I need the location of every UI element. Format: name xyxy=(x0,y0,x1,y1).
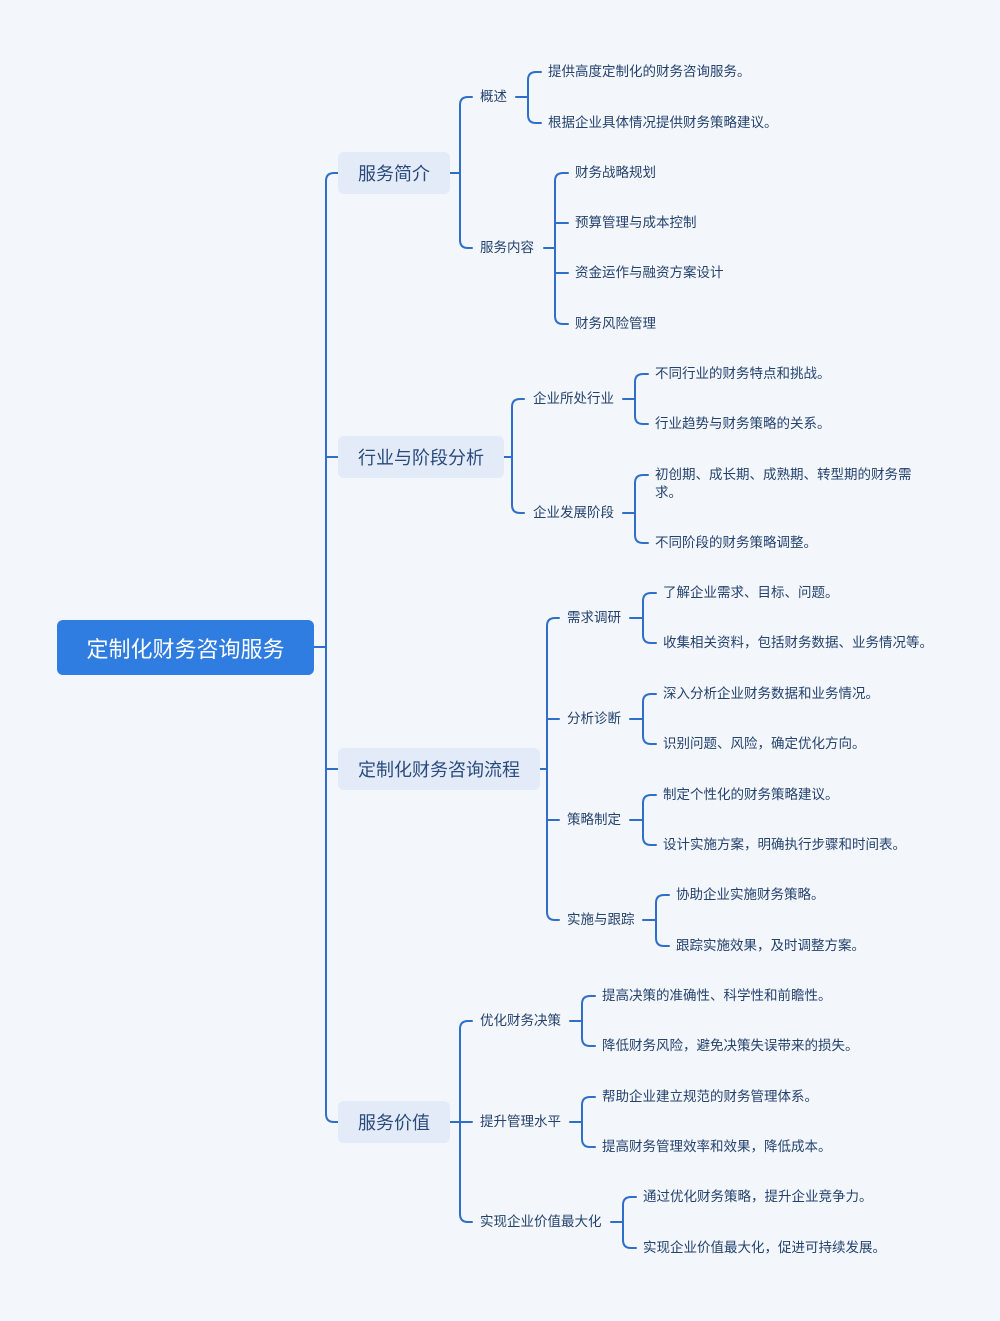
branch-connector-branch xyxy=(546,911,560,921)
subtopic-connector-branch xyxy=(634,474,649,484)
subtopic-connector-branch xyxy=(634,534,649,544)
subtopic[interactable]: 提升管理水平 xyxy=(480,1114,561,1130)
subtopic-connector-branch xyxy=(642,735,657,745)
leaf-item[interactable]: 行业趋势与财务策略的关系。 xyxy=(655,416,831,432)
subtopic-connector-branch xyxy=(554,315,569,325)
subtopic[interactable]: 需求调研 xyxy=(567,610,621,626)
leaf-item[interactable]: 预算管理与成本控制 xyxy=(575,215,697,231)
leaf-item[interactable]: 协助企业实施财务策略。 xyxy=(676,887,825,903)
leaf-item[interactable]: 了解企业需求、目标、问题。 xyxy=(663,585,839,601)
subtopic[interactable]: 概述 xyxy=(480,89,507,105)
leaf-item[interactable]: 不同行业的财务特点和挑战。 xyxy=(655,366,831,382)
root-topic[interactable]: 定制化财务咨询服务 xyxy=(57,620,314,675)
subtopic-connector-branch xyxy=(622,1196,637,1206)
subtopic[interactable]: 优化财务决策 xyxy=(480,1013,561,1029)
branch-connector-branch xyxy=(511,398,525,408)
subtopic[interactable]: 企业发展阶段 xyxy=(533,505,614,521)
branch-topic[interactable]: 服务简介 xyxy=(338,152,450,194)
subtopic[interactable]: 服务内容 xyxy=(480,240,534,256)
root-connector-branch xyxy=(325,172,339,182)
subtopic-connector-branch xyxy=(642,693,657,703)
subtopic[interactable]: 实现企业价值最大化 xyxy=(480,1214,602,1230)
subtopic-connector-branch xyxy=(527,114,542,124)
subtopic[interactable]: 分析诊断 xyxy=(567,711,621,727)
leaf-item[interactable]: 提高财务管理效率和效果，降低成本。 xyxy=(602,1139,832,1155)
branch-connector-branch xyxy=(459,96,473,106)
branch-topic[interactable]: 服务价值 xyxy=(338,1101,450,1143)
leaf-item[interactable]: 降低财务风险，避免决策失误带来的损失。 xyxy=(602,1038,859,1054)
leaf-item[interactable]: 收集相关资料，包括财务数据、业务情况等。 xyxy=(663,635,933,651)
leaf-item[interactable]: 设计实施方案，明确执行步骤和时间表。 xyxy=(663,837,906,853)
branch-connector-branch xyxy=(511,504,525,514)
branch-topic[interactable]: 行业与阶段分析 xyxy=(338,436,504,478)
subtopic[interactable]: 策略制定 xyxy=(567,812,621,828)
leaf-item[interactable]: 提供高度定制化的财务咨询服务。 xyxy=(548,64,751,80)
leaf-item[interactable]: 实现企业价值最大化，促进可持续发展。 xyxy=(643,1240,886,1256)
subtopic-connector-branch xyxy=(655,937,670,947)
subtopic-connector-branch xyxy=(527,71,542,81)
leaf-item[interactable]: 帮助企业建立规范的财务管理体系。 xyxy=(602,1089,818,1105)
subtopic-connector-branch xyxy=(554,172,569,182)
leaf-item[interactable]: 深入分析企业财务数据和业务情况。 xyxy=(663,686,879,702)
branch-topic[interactable]: 定制化财务咨询流程 xyxy=(338,748,540,790)
subtopic-connector-branch xyxy=(581,1096,596,1106)
leaf-item[interactable]: 财务战略规划 xyxy=(575,165,656,181)
branch-connector-branch xyxy=(459,239,473,249)
subtopic-connector-branch xyxy=(642,592,657,602)
subtopic-connector-branch xyxy=(634,373,649,383)
branch-connector-branch xyxy=(459,1213,473,1223)
subtopic-connector-branch xyxy=(622,1239,637,1249)
leaf-item[interactable]: 根据企业具体情况提供财务策略建议。 xyxy=(548,115,778,131)
subtopic[interactable]: 企业所处行业 xyxy=(533,391,614,407)
branch-connector-branch xyxy=(546,617,560,627)
subtopic-connector-branch xyxy=(581,1138,596,1148)
leaf-item[interactable]: 资金运作与融资方案设计 xyxy=(575,265,724,281)
root-connector-branch xyxy=(325,1113,339,1123)
leaf-item[interactable]: 跟踪实施效果，及时调整方案。 xyxy=(676,938,865,954)
subtopic-connector-branch xyxy=(581,1037,596,1047)
subtopic-connector-branch xyxy=(581,995,596,1005)
leaf-item[interactable]: 不同阶段的财务策略调整。 xyxy=(655,535,817,551)
leaf-item[interactable]: 制定个性化的财务策略建议。 xyxy=(663,787,839,803)
leaf-item[interactable]: 识别问题、风险，确定优化方向。 xyxy=(663,736,866,752)
subtopic[interactable]: 实施与跟踪 xyxy=(567,912,635,928)
leaf-item[interactable]: 初创期、成长期、成熟期、转型期的财务需求。 xyxy=(655,467,912,501)
subtopic-connector-branch xyxy=(655,894,670,904)
subtopic-connector-branch xyxy=(642,634,657,644)
subtopic-connector-branch xyxy=(642,836,657,846)
subtopic-connector-branch xyxy=(642,794,657,804)
leaf-item[interactable]: 通过优化财务策略，提升企业竞争力。 xyxy=(643,1189,873,1205)
leaf-item[interactable]: 提高决策的准确性、科学性和前瞻性。 xyxy=(602,988,832,1004)
subtopic-connector-branch xyxy=(634,415,649,425)
branch-connector-branch xyxy=(459,1020,473,1030)
leaf-item[interactable]: 财务风险管理 xyxy=(575,316,656,332)
